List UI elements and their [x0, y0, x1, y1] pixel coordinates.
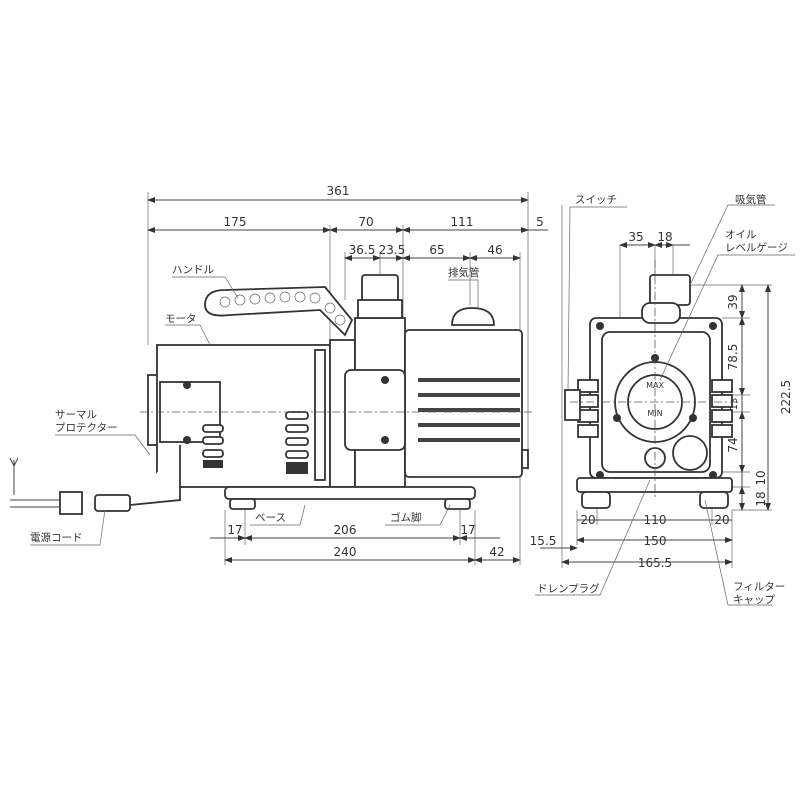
dim-240: 240: [334, 545, 357, 559]
dim-111: 111: [451, 215, 474, 229]
dim-175: 175: [224, 215, 247, 229]
label-filter-cap-2: キャップ: [733, 594, 775, 606]
handle: [204, 286, 354, 337]
dim-20-left: 20: [580, 513, 595, 527]
dim-110: 110: [644, 513, 667, 527]
dim-13: 13: [729, 398, 740, 411]
dim-65: 65: [429, 243, 444, 257]
label-exhaust: 排気管: [448, 266, 480, 279]
front-body: MAX MIN: [564, 274, 733, 509]
front-dimension-lines: [540, 242, 771, 565]
label-switch: スイッチ: [575, 194, 617, 206]
front-view: 35 18 39 78.5 13 74 10 18 222.5 20 110 2…: [530, 193, 795, 606]
label-handle: ハンドル: [172, 264, 214, 276]
label-rubber-foot: ゴム脚: [390, 511, 422, 524]
dim-70: 70: [358, 215, 373, 229]
dim-5: 5: [536, 215, 544, 229]
front-leader-lines: [535, 204, 795, 606]
label-intake: 吸気管: [735, 193, 767, 206]
dim-39: 39: [726, 294, 740, 309]
dim-23-5: 23.5: [379, 243, 406, 257]
dimension-lines: [147, 197, 548, 563]
label-oil-gauge-2: レベルゲージ: [725, 242, 788, 254]
dim-165-5: 165.5: [638, 556, 672, 570]
power-cord: [9, 445, 181, 515]
gauge-max: MAX: [646, 381, 664, 390]
dim-35: 35: [628, 230, 643, 244]
dim-42: 42: [489, 545, 504, 559]
dim-222-5: 222.5: [779, 380, 793, 414]
base: [224, 486, 476, 510]
dim-78-5: 78.5: [726, 344, 740, 371]
label-power-cord: 電源コード: [30, 531, 83, 544]
switch: [564, 389, 581, 421]
dim-10: 10: [754, 470, 768, 485]
dim-46: 46: [487, 243, 502, 257]
dim-15-5: 15.5: [530, 534, 557, 548]
label-filter-cap-1: フィルター: [733, 581, 785, 593]
side-view: 361 175 70 111 5 36.5 23.5 65 46 17 17 2…: [9, 184, 548, 565]
dim-150: 150: [644, 534, 667, 548]
dim-17-right: 17: [460, 523, 475, 537]
pump-body: [329, 274, 529, 488]
label-oil-gauge-1: オイル: [725, 229, 757, 241]
leader-lines: [30, 276, 479, 546]
filter-cap: [672, 435, 708, 471]
label-base: ベース: [255, 512, 286, 524]
label-thermal-protector-1: サーマル: [55, 409, 97, 421]
label-drain-plug: ドレンプラグ: [537, 582, 600, 595]
dim-206: 206: [334, 523, 357, 537]
dim-361: 361: [327, 184, 350, 198]
dim-74: 74: [726, 437, 740, 452]
dim-36-5: 36.5: [349, 243, 376, 257]
dim-17-left: 17: [227, 523, 242, 537]
label-motor: モータ: [165, 313, 197, 325]
label-thermal-protector-2: プロテクター: [55, 422, 118, 434]
dim-18-bottom: 18: [754, 491, 768, 506]
dim-20-right: 20: [714, 513, 729, 527]
gauge-min: MIN: [647, 409, 662, 418]
dim-18-top: 18: [657, 230, 672, 244]
